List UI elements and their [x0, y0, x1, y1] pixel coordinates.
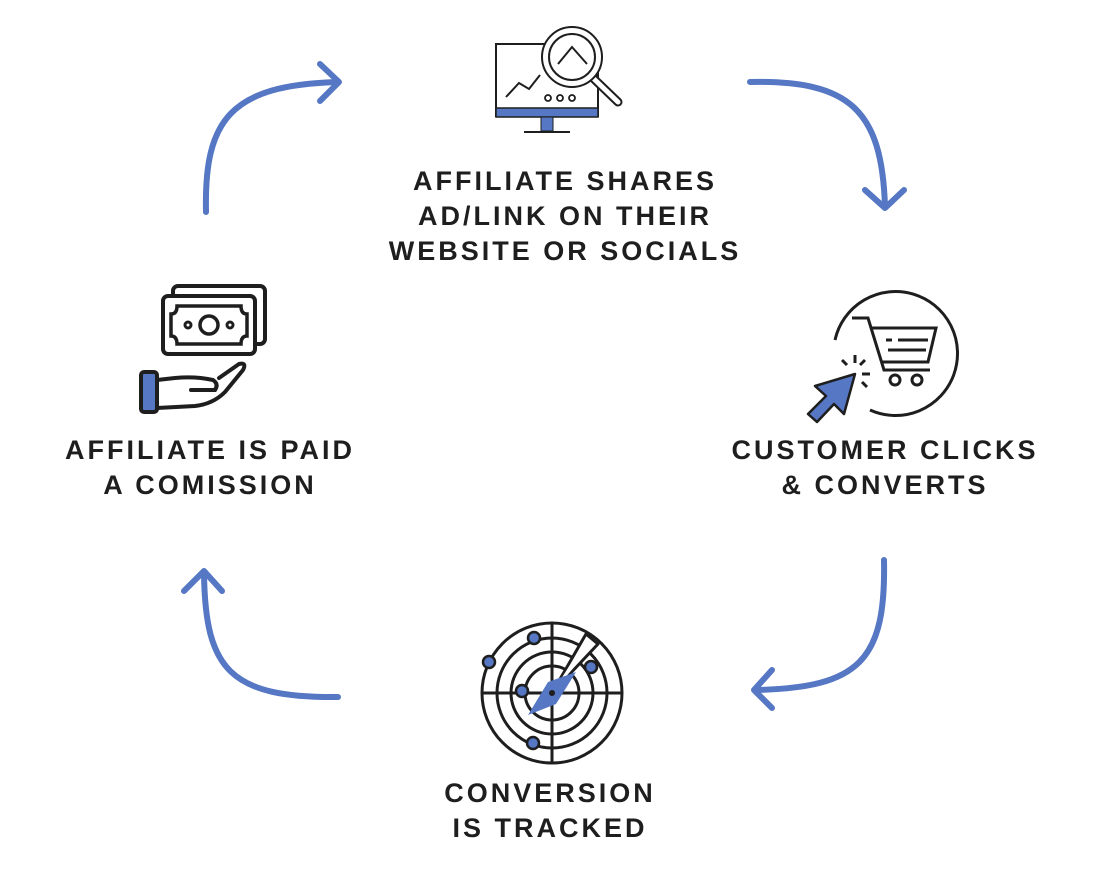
arrow-convert-to-track: [751, 557, 888, 711]
arrow-share-to-convert: [747, 78, 907, 211]
step-label-paid: AFFILIATE IS PAID A COMISSION: [65, 435, 355, 500]
cart-cursor-icon: [800, 280, 965, 425]
step-label-share: AFFILIATE SHARES AD/LINK ON THEIR WEBSIT…: [388, 166, 742, 266]
step-label-convert: CUSTOMER CLICKS & CONVERTS: [731, 435, 1039, 500]
arrow-paid-to-share: [202, 61, 342, 215]
hand-money-icon: [135, 280, 275, 415]
monitor-magnifier-icon: [490, 20, 630, 138]
step-label-track: CONVERSION IS TRACKED: [444, 778, 656, 843]
radar-icon: [478, 620, 626, 766]
arrow-track-to-paid: [181, 568, 341, 701]
